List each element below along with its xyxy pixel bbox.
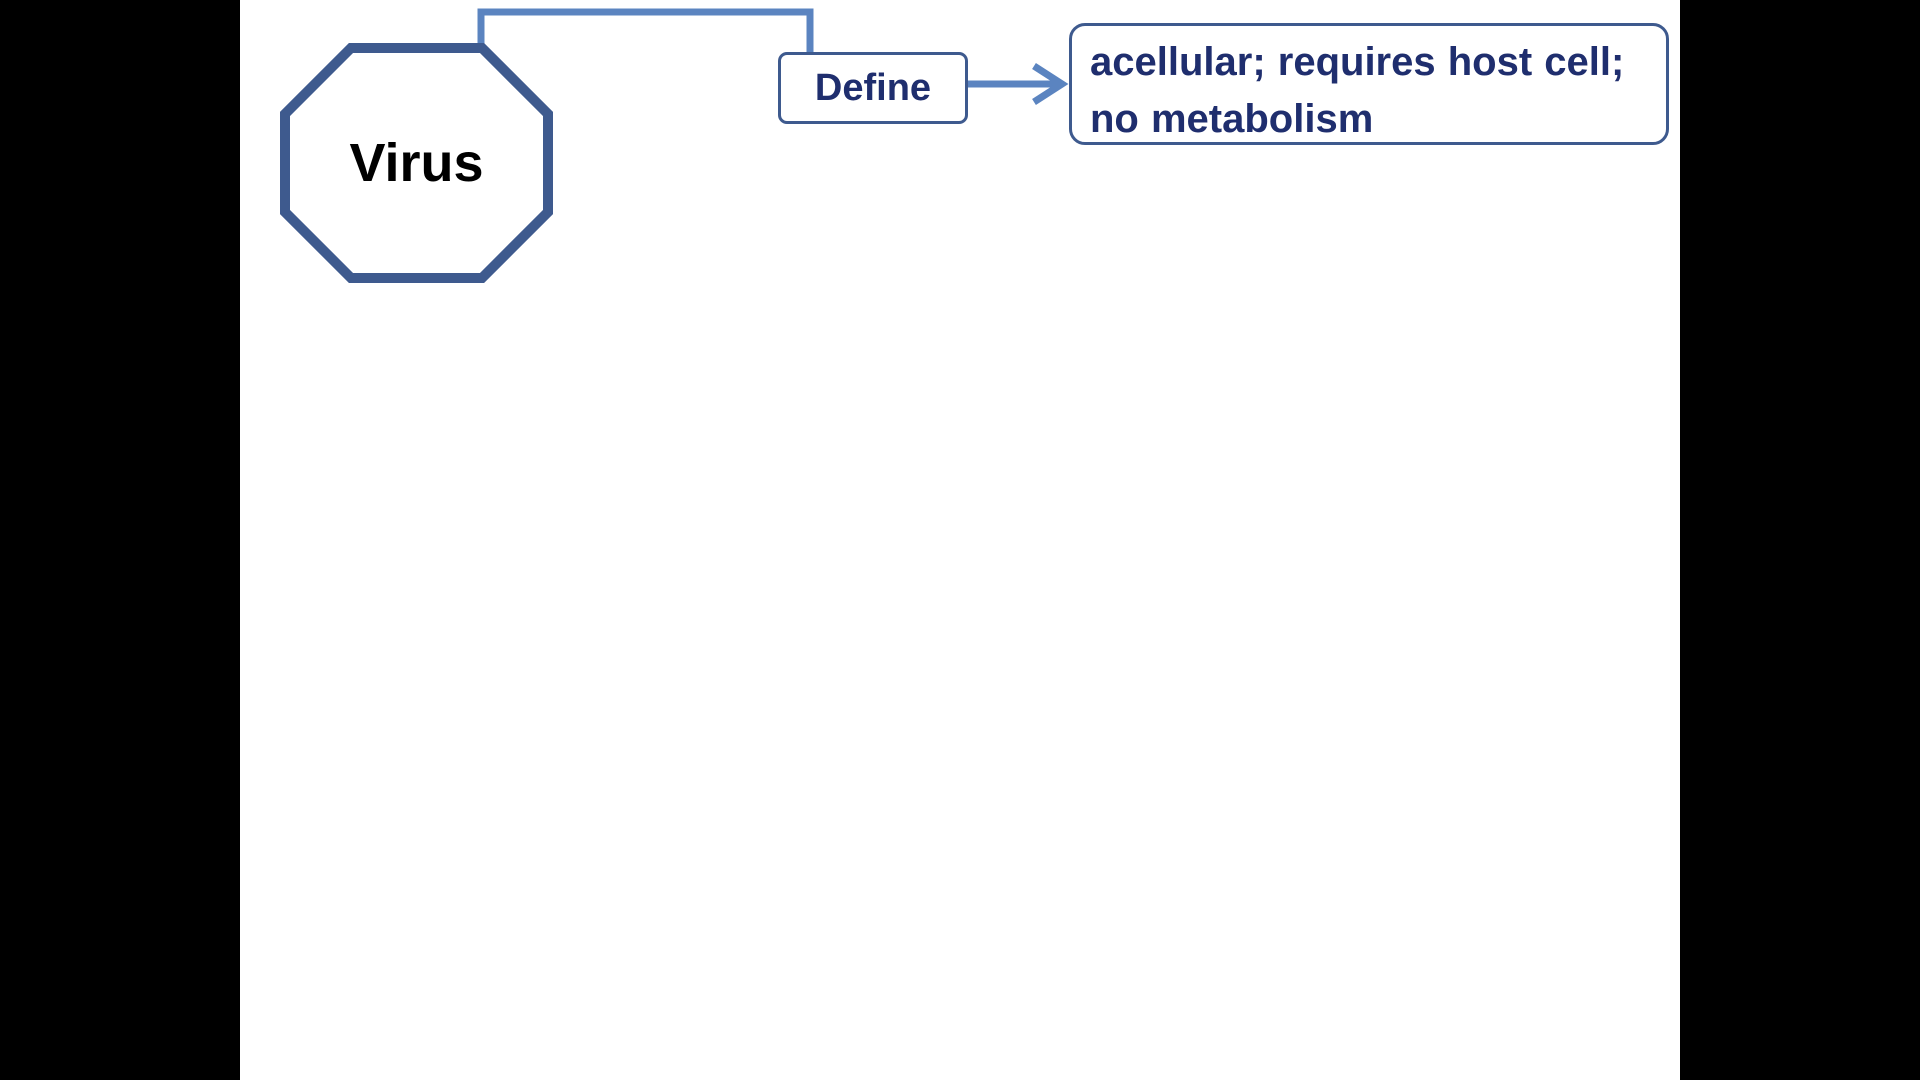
definition-box: acellular; requires host cell; no metabo… — [1069, 23, 1669, 145]
definition-line-2: no metabolism — [1090, 97, 1374, 141]
octagon-shape — [280, 43, 553, 283]
definition-line-1: acellular; requires host cell; — [1090, 40, 1625, 84]
arrowhead-icon — [1032, 63, 1069, 105]
define-box: Define — [778, 52, 968, 124]
connector-lines — [477, 8, 1069, 105]
slide: Virus Define acellular; requires host ce… — [240, 0, 1680, 1080]
virus-label: Virus — [349, 133, 484, 193]
virus-node: Virus — [280, 43, 553, 283]
virus-to-define-connector — [477, 8, 814, 52]
